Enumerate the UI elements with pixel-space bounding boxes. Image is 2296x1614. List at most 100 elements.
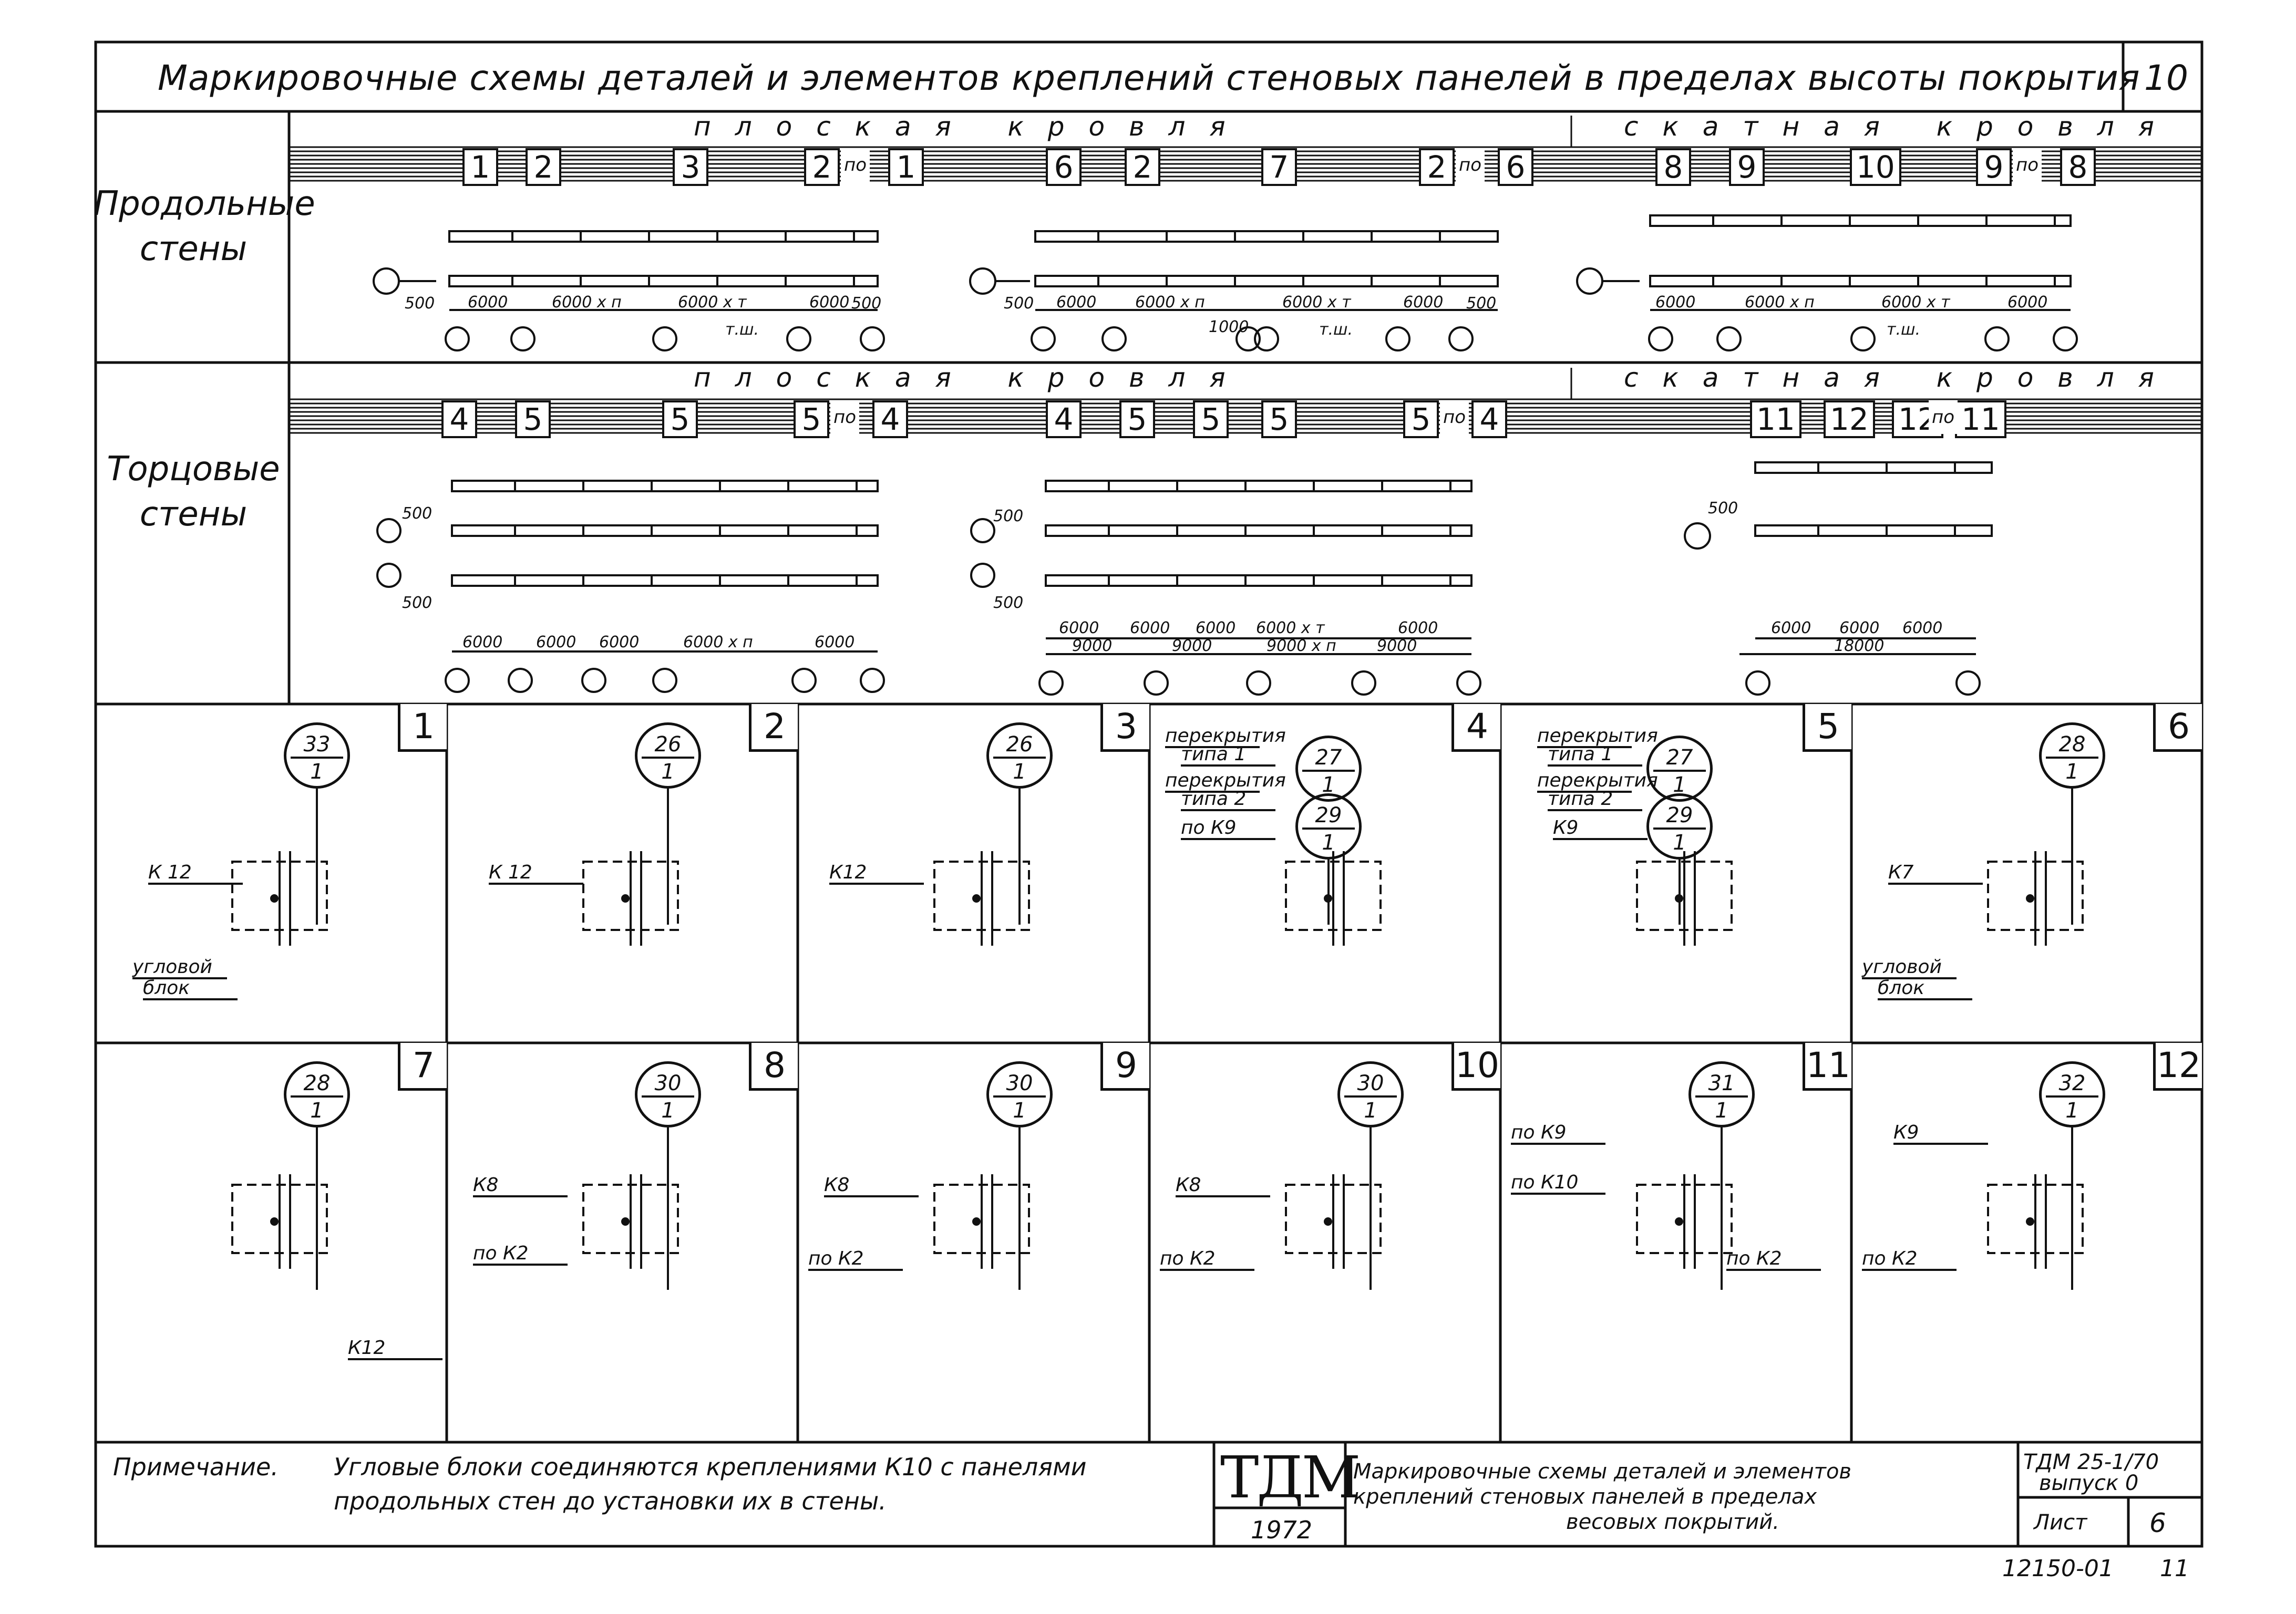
detail-label: К 12 [489,862,532,883]
anchor-dot [621,1217,630,1226]
callout-bottom: 1 [1673,773,1686,797]
dim-label: 6000 [1839,619,1880,637]
dim-label: 6000 [1056,293,1097,312]
callout-bottom: 1 [1322,773,1335,797]
axis-circle [581,668,606,693]
mark-box-end: 5 [1193,400,1229,438]
sheet-number: 10 [2144,58,2188,98]
detail-label: К12 [829,862,867,883]
axis-circle [1038,670,1064,696]
detail-number: 3 [1100,704,1149,752]
detail-label: К8 [1176,1174,1201,1196]
po-label-long: по [1456,148,1485,182]
axis-circle [1101,326,1127,351]
detail-number: 12 [2153,1043,2202,1091]
anchor-dot [2026,894,2034,903]
axis-circle [373,267,400,295]
callout-bottom: 1 [2065,1099,2079,1123]
long-panel-top-a [448,230,879,243]
callout-bar [642,757,694,759]
callout2-bottom: 1 [1673,831,1686,855]
detail-label: К12 [348,1337,386,1359]
anchor-dot [270,894,279,903]
callout-bottom: 1 [661,1099,675,1123]
archive-page: 11 [2160,1555,2189,1582]
detail-label: К9 [1893,1122,1919,1143]
callout-bar [291,757,343,759]
detail-label: типа 1 [1548,743,1613,765]
desc-line1: Маркировочные схемы деталей и элементов [1353,1460,1852,1484]
mark-box-long: 8 [1655,148,1691,186]
dim-label: 6000 x т [1282,293,1351,312]
dim-label: 500 [1708,499,1738,518]
callout-bar [642,1095,694,1098]
anchor-dot [1324,1217,1332,1226]
axis-circle [1716,326,1742,351]
long-panel-top-b [1034,230,1499,243]
axis-circle [445,668,470,693]
detail-label: по К9 [1511,1122,1567,1143]
mark-box-end: 12 [1824,400,1875,438]
detail-label: угловой [1862,956,1942,978]
callout-top: 30 [654,1071,682,1095]
detail-number: 10 [1451,1043,1500,1091]
detail-number: 1 [398,704,447,752]
axis-circle [1385,326,1410,351]
dim-label: 500 [993,594,1024,612]
mark-box-long: 7 [1261,148,1297,186]
callout-top: 33 [303,732,331,757]
list-number: 6 [2149,1508,2166,1538]
mark-box-end: 5 [515,400,551,438]
mark-box-end: 11 [1955,400,2006,438]
dim-label: 6000 [1902,619,1943,637]
dim-label: 500 [1466,294,1497,313]
detail-label: К8 [824,1174,850,1196]
desc-line2: креплений стеновых панелей в пределах [1353,1485,1817,1509]
dim-label: 1000 [1209,318,1249,336]
dim-label: 6000 [1130,619,1170,637]
dim-label: 500 [402,594,433,612]
axis-circle [970,518,995,543]
mark-box-long: 3 [673,148,708,186]
detail-label: К 12 [148,862,192,883]
dim-label: 500 [1004,294,1034,313]
detail-number: 9 [1100,1043,1149,1091]
axis-circle [1684,522,1711,550]
dim-label: 6000 [815,633,855,651]
long-panel-bot-b [1034,275,1499,287]
callout-top: 27 [1666,746,1693,770]
end-label: Торцовые стены [94,447,293,537]
detail-label: блок [143,977,190,999]
axis-circle [791,668,817,693]
longitudinal-label-line2: стены [139,230,248,268]
mark-box-end: 5 [794,400,829,438]
callout2-top: 29 [1315,803,1342,827]
end-roof-flat: плоская кровля [694,363,1250,393]
mark-box-end: 5 [1119,400,1155,438]
callout-top: 31 [1708,1071,1735,1095]
po-label-long: по [841,148,870,182]
callout-bottom: 1 [310,1099,324,1123]
dim-label: 6000 [599,633,640,651]
axis-circle [652,668,677,693]
detail-label: по К2 [808,1248,864,1269]
detail-number: 11 [1803,1043,1851,1091]
axis-circle [1246,670,1271,696]
note-line2: продольных стен до установки их в стены. [334,1487,887,1515]
mark-box-long: 9 [1729,148,1765,186]
axis-circle [1955,670,1981,696]
axis-circle [1745,670,1770,696]
end-panel-b2 [1045,524,1473,537]
dim-label: 6000 [1655,293,1696,312]
mark-box-long: 2 [1125,148,1160,186]
callout-bottom: 1 [1013,1099,1026,1123]
callout-bottom: 1 [2065,760,2079,784]
dim-label: 6000 [1196,619,1236,637]
axis-circle [1576,267,1603,295]
sheet-title: Маркировочные схемы деталей и элементов … [158,58,2140,98]
callout-top: 26 [1006,732,1033,757]
